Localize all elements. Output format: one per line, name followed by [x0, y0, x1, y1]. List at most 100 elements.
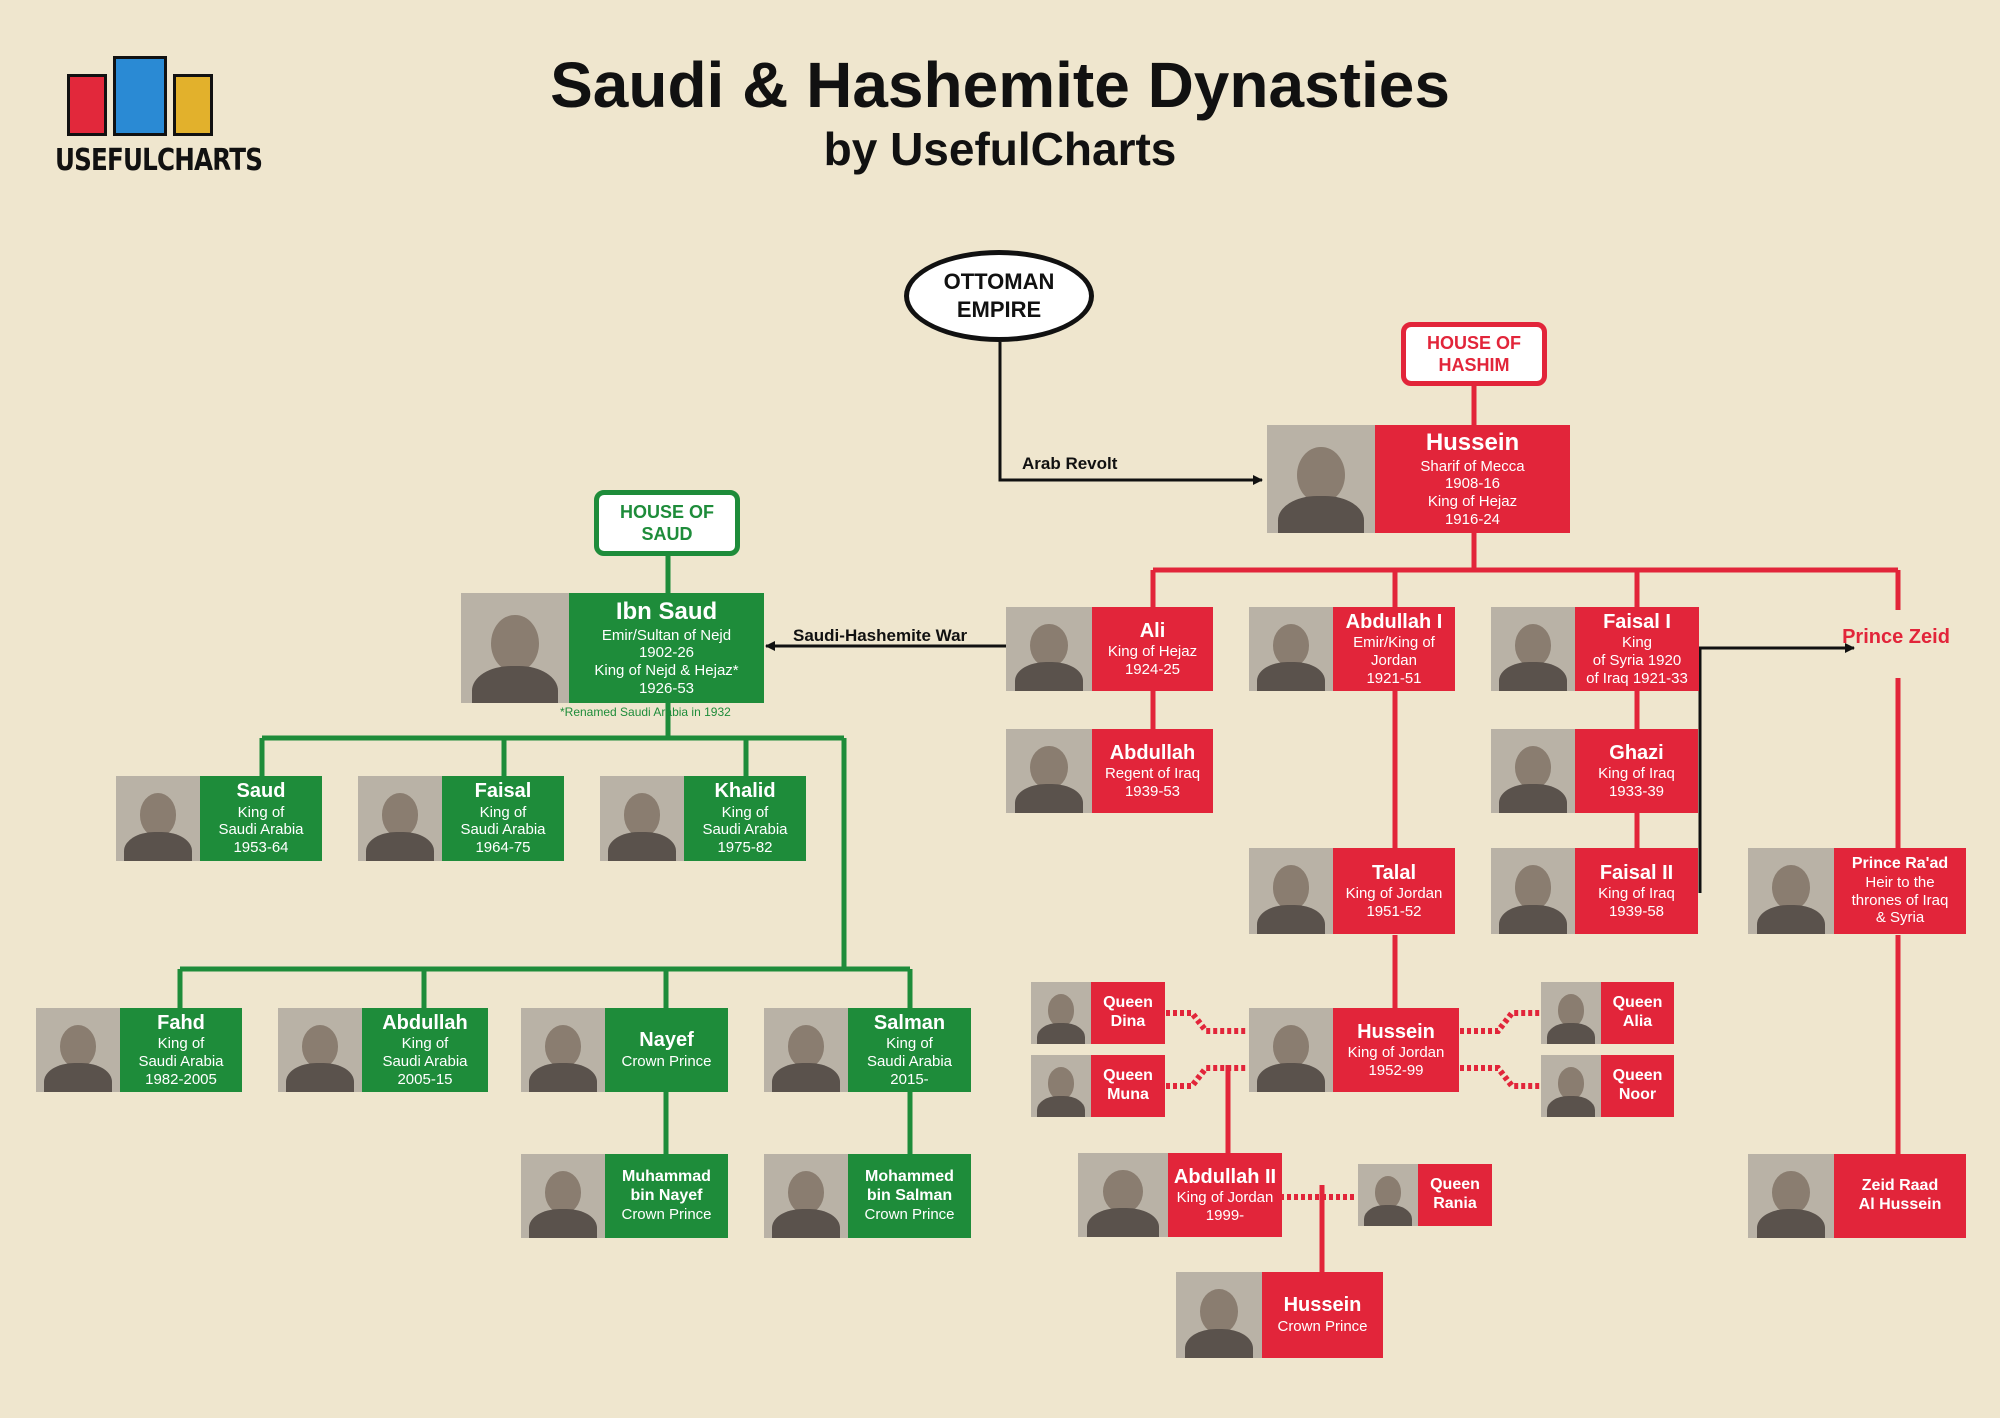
person-queen-noor: Queen Noor	[1541, 1055, 1674, 1117]
house-of-hashim: HOUSE OF HASHIM	[1401, 322, 1547, 386]
person-title: Emir/Sultan of Nejd 1902-26 King of Nejd…	[594, 626, 739, 697]
arab-revolt-arrow	[998, 342, 1263, 485]
person-title: Crown Prince	[1277, 1317, 1368, 1335]
person-name: Abdullah II	[1173, 1165, 1277, 1188]
person-name: Queen Alia	[1612, 994, 1663, 1030]
portrait	[358, 776, 442, 861]
portrait	[764, 1008, 848, 1092]
person-name: Prince Ra'ad	[1851, 855, 1949, 873]
portrait	[1249, 848, 1333, 934]
logo-text: USEFULCHARTS	[55, 143, 263, 178]
person-zeid-raad: Zeid Raad Al Hussein	[1748, 1154, 1966, 1238]
usefulcharts-logo: USEFULCHARTS	[55, 56, 263, 178]
page-title: Saudi & Hashemite Dynasties	[550, 49, 1450, 121]
ottoman-empire-node: OTTOMAN EMPIRE	[904, 250, 1094, 342]
person-queen-rania: Queen Rania	[1358, 1164, 1492, 1226]
war-label: Saudi-Hashemite War	[793, 626, 968, 645]
person-title: King of Hejaz 1924-25	[1107, 643, 1198, 678]
logo-blue-bar	[113, 56, 167, 136]
person-name: Nayef	[639, 1029, 694, 1052]
portrait	[1491, 848, 1575, 934]
person-name: Faisal	[474, 780, 532, 803]
person-title: King of Jordan 1952-99	[1347, 1044, 1445, 1079]
portrait	[1541, 982, 1601, 1044]
person-title: King of Jordan 1999-	[1176, 1189, 1274, 1224]
person-title: Crown Prince	[621, 1206, 712, 1224]
person-title: King of Jordan 1951-52	[1345, 885, 1443, 920]
person-title: Regent of Iraq 1939-53	[1104, 765, 1201, 800]
arab-revolt-label: Arab Revolt	[1022, 454, 1118, 473]
marriage-dina	[1166, 1010, 1247, 1034]
person-name: Talal	[1371, 861, 1417, 884]
marriage-muna	[1166, 1065, 1247, 1089]
person-name: Salman	[873, 1011, 946, 1034]
person-name: Saud	[236, 780, 286, 803]
portrait	[1358, 1164, 1418, 1226]
logo-yellow-bar	[173, 74, 213, 136]
person-name: Ibn Saud	[615, 598, 718, 626]
portrait	[600, 776, 684, 861]
portrait	[1748, 1154, 1834, 1238]
portrait	[1491, 729, 1575, 813]
person-title: King of Saudi Arabia 1964-75	[460, 803, 546, 857]
portrait	[1541, 1055, 1601, 1117]
person-name: Queen Rania	[1430, 1176, 1480, 1212]
portrait	[1006, 607, 1092, 691]
person-title: King of Syria 1920 of Iraq 1921-33	[1586, 634, 1688, 687]
person-name: Abdullah	[382, 1011, 468, 1034]
page-subtitle: by UsefulCharts	[823, 123, 1177, 175]
person-name: Muhammad bin Nayef	[622, 1168, 711, 1205]
portrait	[1267, 425, 1375, 533]
person-name: Queen Dina	[1103, 994, 1153, 1030]
person-name: Abdullah	[1109, 741, 1196, 764]
portrait	[36, 1008, 120, 1092]
person-title: King of Iraq 1939-58	[1598, 885, 1675, 920]
portrait	[1748, 848, 1834, 934]
portrait	[1078, 1153, 1168, 1237]
portrait	[1006, 729, 1092, 813]
person-name: Abdullah I	[1345, 610, 1443, 633]
person-name: Hussein	[1357, 1020, 1435, 1043]
person-name: Faisal II	[1599, 861, 1674, 884]
person-queen-muna: Queen Muna	[1031, 1055, 1165, 1117]
person-title: King of Saudi Arabia 1953-64	[218, 803, 304, 857]
person-title: King of Saudi Arabia 2015-	[866, 1035, 953, 1088]
marriage-noor	[1460, 1065, 1540, 1089]
person-name: Khalid	[714, 780, 776, 803]
portrait	[116, 776, 200, 861]
portrait	[278, 1008, 362, 1092]
person-title: King of Iraq 1933-39	[1598, 765, 1675, 800]
zeid-arrow	[1698, 643, 1855, 893]
portrait	[521, 1154, 605, 1238]
person-queen-dina: Queen Dina	[1031, 982, 1165, 1044]
person-title: King of Saudi Arabia 2005-15	[382, 1035, 468, 1088]
person-queen-alia: Queen Alia	[1541, 982, 1674, 1044]
person-title: Emir/King of Jordan 1921-51	[1353, 634, 1435, 687]
person-name: Ghazi	[1609, 741, 1664, 764]
renamed-note: *Renamed Saudi Arabia in 1932	[560, 705, 731, 719]
person-title: Crown Prince	[621, 1052, 712, 1070]
portrait	[764, 1154, 848, 1238]
person-name: Mohammed bin Salman	[865, 1168, 954, 1205]
person-title: King of Saudi Arabia 1982-2005	[138, 1035, 224, 1088]
